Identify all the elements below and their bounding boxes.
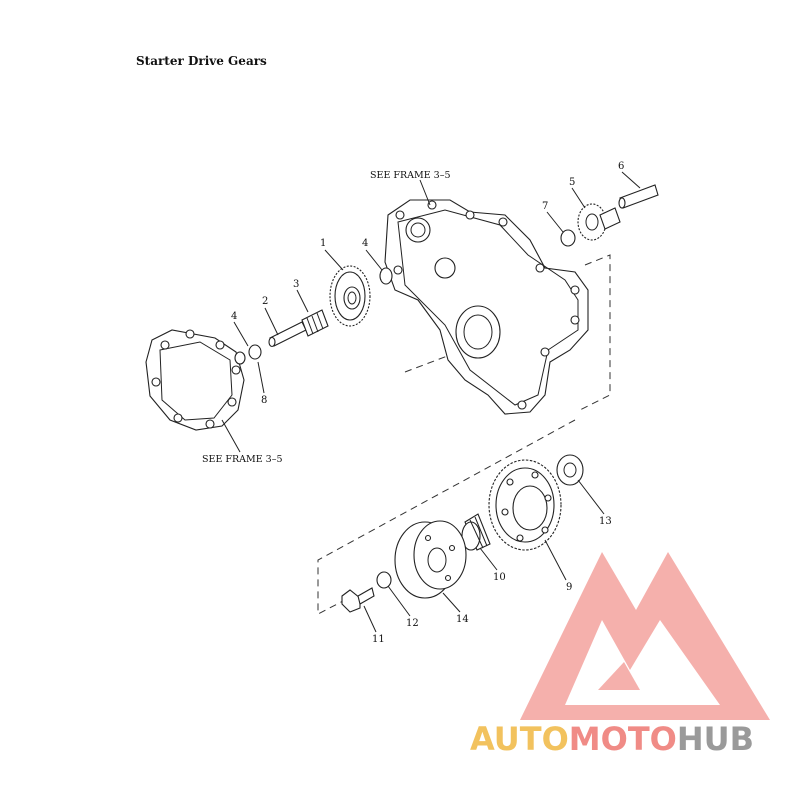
callout-6: 6: [618, 161, 624, 172]
leader-lines: [221, 171, 641, 633]
watermark-auto: AUTO: [470, 720, 569, 758]
flange-bolt: [341, 587, 375, 613]
idler-gear: [329, 265, 371, 327]
callout-7: 7: [542, 201, 548, 212]
watermark-text: AUTOMOTOHUB: [470, 720, 754, 758]
thrust-washer: [556, 454, 584, 486]
pin: [618, 184, 659, 209]
callout-4a: 4: [231, 311, 237, 322]
sprag-clutch-housing: [394, 520, 467, 599]
callout-2: 2: [262, 296, 268, 307]
left-cover: [145, 329, 245, 431]
drive-gear-small: [577, 203, 621, 241]
needle-bearing: [461, 513, 491, 551]
callout-13: 13: [599, 516, 612, 527]
assembly-dashed-line-lower: [317, 419, 576, 615]
callout-1: 1: [320, 238, 326, 249]
callout-5: 5: [569, 177, 575, 188]
watermark-moto: MOTO: [569, 720, 677, 758]
callout-11: 11: [372, 634, 385, 645]
washer: [248, 344, 262, 360]
callout-12: 12: [406, 618, 419, 629]
washer: [376, 571, 392, 589]
washer: [234, 351, 246, 365]
watermark-hub: HUB: [677, 720, 754, 758]
frame-ref-left: SEE FRAME 3–5: [202, 454, 283, 465]
callout-3: 3: [293, 279, 299, 290]
diagram-title: Starter Drive Gears: [136, 54, 267, 68]
frame-ref-top: SEE FRAME 3–5: [370, 170, 451, 181]
callout-9: 9: [566, 582, 572, 593]
assembly-dashed-line-upper: [404, 254, 611, 411]
crankcase-cover: [384, 199, 589, 415]
shaft-and-bearing: [268, 309, 329, 348]
starter-sprag-gear: [488, 459, 562, 551]
watermark-logo: [520, 552, 770, 720]
callout-4b: 4: [362, 238, 368, 249]
washer: [379, 267, 393, 285]
callout-8: 8: [261, 395, 267, 406]
callout-14: 14: [456, 614, 469, 625]
callout-10: 10: [493, 572, 506, 583]
washer: [560, 229, 576, 247]
